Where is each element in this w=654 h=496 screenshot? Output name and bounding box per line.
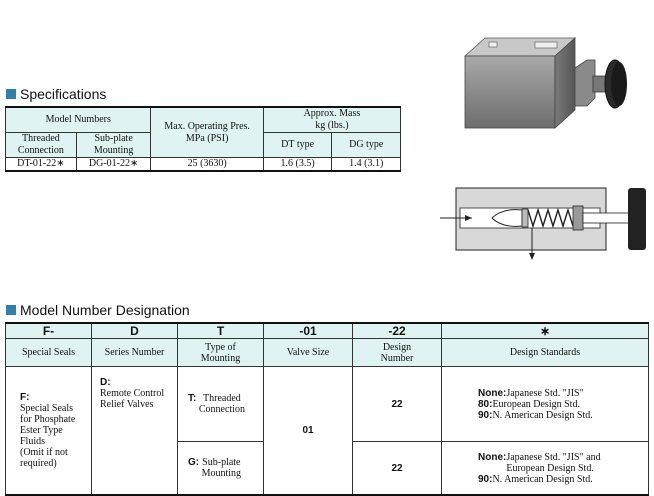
header-design-number: Design Number xyxy=(352,338,442,367)
mounting-threaded-text: Threaded Connection xyxy=(198,393,245,415)
std-text: Japanese Std. "JIS" xyxy=(506,387,584,399)
specifications-table: Model Numbers Max. Operating Pres. MPa (… xyxy=(4,106,402,172)
cell-subplate-model: DG-01-22∗ xyxy=(75,157,152,172)
code-series: D xyxy=(91,322,178,339)
header-dt-type: DT type xyxy=(262,132,333,158)
valve-size-cell: 01 xyxy=(263,366,353,496)
std-row: 80:European Design Std. xyxy=(478,399,648,410)
header-design-standards: Design Standards xyxy=(441,338,649,367)
design-standards-cell-2: None:Japanese Std. "JIS" and European De… xyxy=(441,441,649,496)
model-number-table: F- D T -01 -22 ∗ Special Seals Series Nu… xyxy=(5,322,649,496)
std-code: None: xyxy=(478,451,507,463)
std-code: 90: xyxy=(478,409,493,421)
series-text: Remote Control Relief Valves xyxy=(100,388,165,410)
special-seals-code: F: xyxy=(20,392,30,403)
mounting-threaded-cell: T: Threaded Connection xyxy=(177,366,264,442)
header-valve-size: Valve Size xyxy=(263,338,353,367)
valve-illustration xyxy=(463,37,627,129)
cell-threaded-model: DT-01-22∗ xyxy=(5,157,77,172)
std-code: None: xyxy=(478,387,507,399)
header-threaded-connection: Threaded Connection xyxy=(5,132,77,158)
cell-dt-mass: 1.6 (3.5) xyxy=(262,157,333,172)
mounting-threaded-code: T: xyxy=(188,393,197,404)
header-special-seals: Special Seals xyxy=(5,338,92,367)
code-mounting: T xyxy=(177,322,264,339)
header-max-pressure: Max. Operating Pres. MPa (PSI) xyxy=(150,106,264,158)
code-design-standards: ∗ xyxy=(441,322,649,339)
std-row: None:Japanese Std. "JIS" xyxy=(478,388,648,399)
header-type-of-mounting: Type of Mounting xyxy=(177,338,264,367)
cell-dg-mass: 1.4 (3.1) xyxy=(331,157,401,172)
design-number-cell-1: 22 xyxy=(352,366,442,442)
std-row: None:Japanese Std. "JIS" and European De… xyxy=(478,452,648,474)
std-text: N. American Design Std. xyxy=(492,409,593,421)
code-special-seals: F- xyxy=(5,322,92,339)
valve-section-diagram xyxy=(440,187,646,260)
section-bullet-icon xyxy=(6,89,16,99)
series-code: D: xyxy=(100,377,111,388)
section-bullet-icon xyxy=(6,305,16,315)
header-dg-type: DG type xyxy=(331,132,401,158)
header-model-numbers: Model Numbers xyxy=(4,106,152,133)
std-text: Japanese Std. "JIS" and European Design … xyxy=(506,451,601,474)
header-approx-mass: Approx. Mass kg (lbs.) xyxy=(262,106,402,133)
specifications-title: Specifications xyxy=(20,86,107,102)
mounting-subplate-code: G: xyxy=(188,457,200,468)
header-series-number: Series Number xyxy=(91,338,178,367)
code-design-number: -22 xyxy=(352,322,442,339)
series-cell: D: Remote Control Relief Valves xyxy=(91,366,178,496)
std-code: 80: xyxy=(478,398,493,410)
code-valve-size: -01 xyxy=(263,322,353,339)
std-text: European Design Std. xyxy=(492,398,580,410)
design-number-cell-2: 22 xyxy=(352,441,442,496)
specifications-heading: Specifications xyxy=(6,86,106,102)
mounting-subplate-cell: G: Sub-plate Mounting xyxy=(177,441,264,496)
std-code: 90: xyxy=(478,473,493,485)
std-row: 90:N. American Design Std. xyxy=(478,410,648,421)
model-number-heading: Model Number Designation xyxy=(6,302,190,318)
special-seals-cell: F: Special Seals for Phosphate Ester Typ… xyxy=(5,366,92,496)
cell-pressure: 25 (3630) xyxy=(150,157,264,172)
special-seals-text: Special Seals for Phosphate Ester Type F… xyxy=(20,403,76,469)
design-standards-cell-1: None:Japanese Std. "JIS" 80:European Des… xyxy=(441,366,649,442)
mounting-subplate-text: Sub-plate Mounting xyxy=(201,457,242,479)
std-text: N. American Design Std. xyxy=(492,473,593,485)
model-number-title: Model Number Designation xyxy=(20,302,190,318)
header-subplate-mounting: Sub-plate Mounting xyxy=(75,132,152,158)
std-row: 90:N. American Design Std. xyxy=(478,474,648,485)
